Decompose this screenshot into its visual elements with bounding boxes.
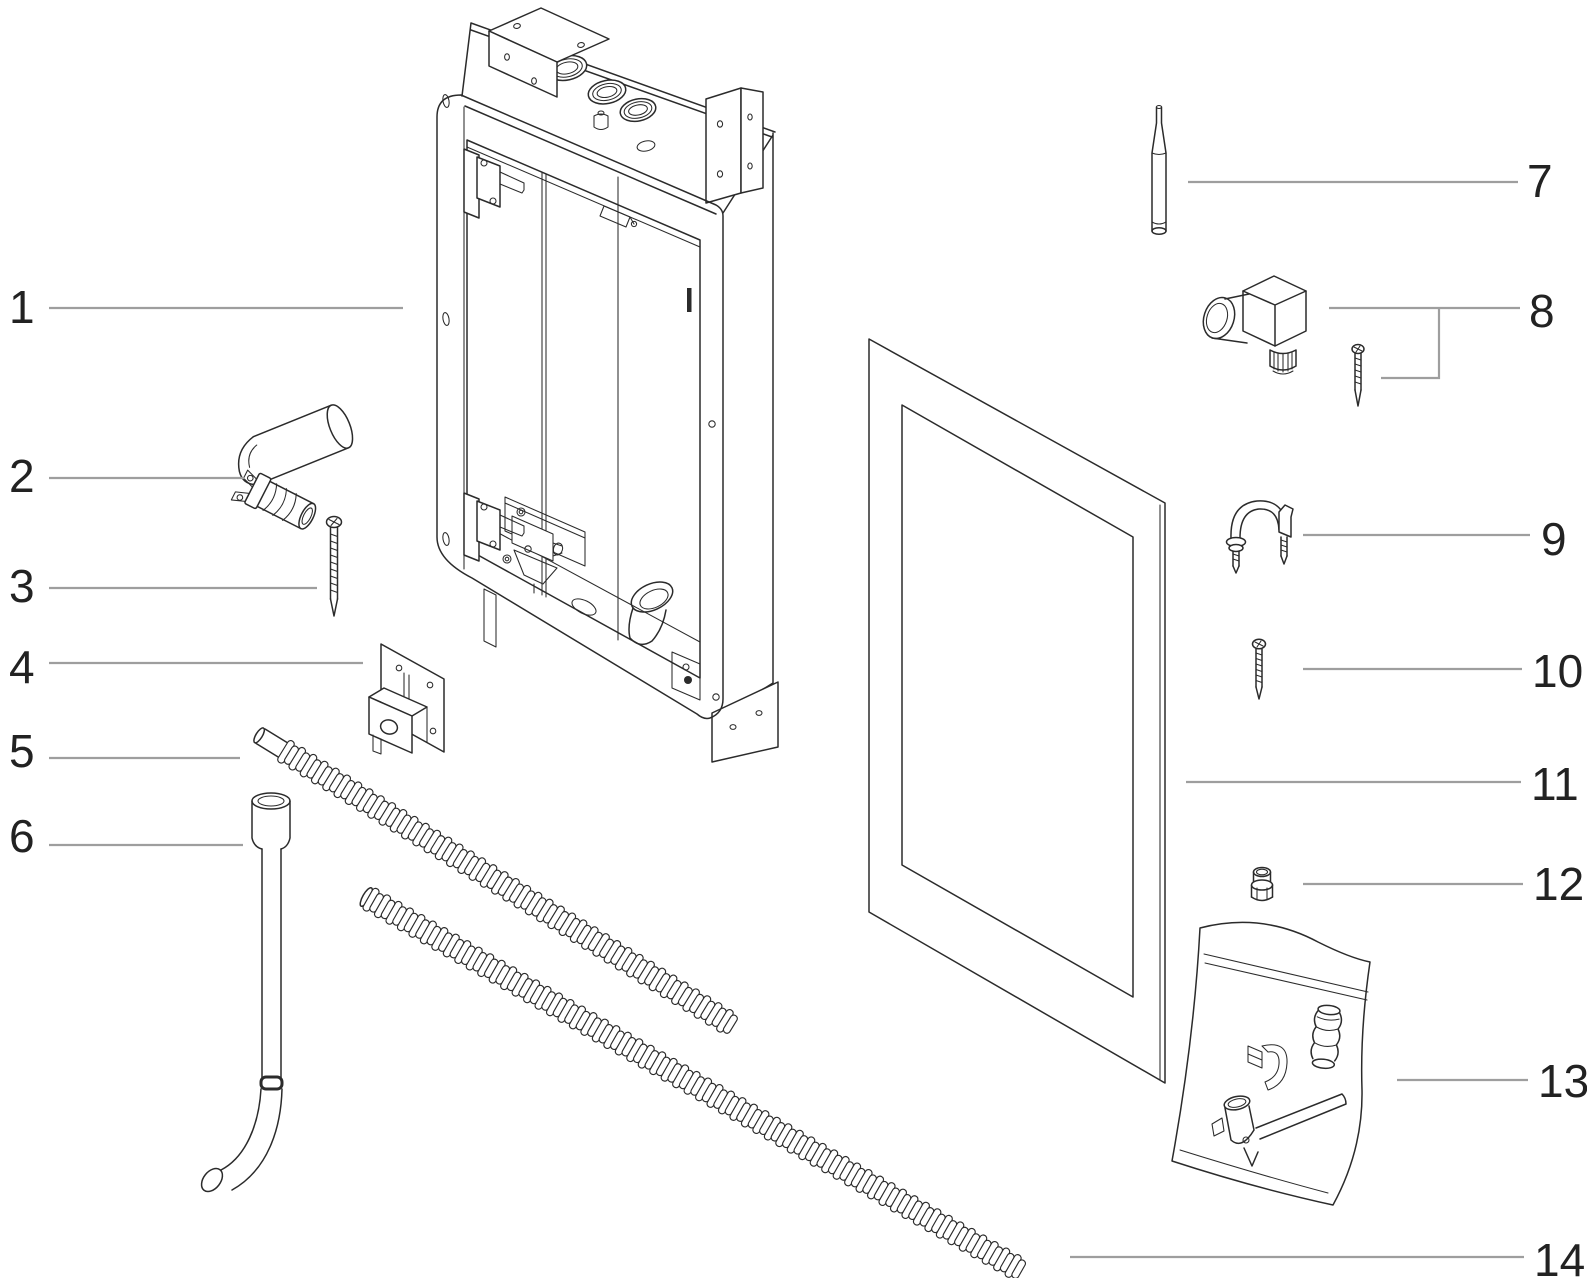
callout-label-12: 12 [1533, 858, 1584, 910]
pipe-clamp-drawing [1225, 500, 1294, 574]
bottom-right-flange [711, 681, 779, 763]
mounting-bracket-drawing [368, 643, 445, 755]
corrugated-hose-long-drawing [359, 886, 1027, 1278]
callout-label-1: 1 [9, 281, 35, 333]
leader-line-8 [1329, 306, 1520, 380]
callout-label-10: 10 [1532, 645, 1583, 697]
callout-label-8: 8 [1529, 285, 1555, 337]
parts-bag-drawing [1171, 921, 1371, 1206]
callout-label-3: 3 [9, 560, 35, 612]
screw-large-drawing [325, 515, 343, 617]
door-panel-drawing [868, 338, 1166, 1084]
callout-label-14: 14 [1534, 1234, 1585, 1278]
sensor-probe-drawing [1151, 104, 1167, 235]
top-knockouts [546, 54, 657, 152]
callout-label-6: 6 [9, 810, 35, 862]
elbow-connector-screw [1351, 343, 1365, 407]
drain-pipe-drawing [200, 792, 291, 1193]
frame-interior [463, 146, 701, 701]
bag-clip [1247, 1044, 1288, 1091]
callout-label-11: 11 [1531, 758, 1579, 810]
mounting-frame-drawing [436, 7, 779, 763]
callout-label-5: 5 [9, 725, 35, 777]
top-right-bracket [705, 87, 764, 204]
top-left-bracket [488, 7, 610, 98]
callout-label-4: 4 [9, 641, 35, 693]
callout-label-2: 2 [9, 450, 35, 502]
callout-label-7: 7 [1527, 155, 1553, 207]
callout-label-13: 13 [1538, 1055, 1587, 1107]
elbow-connector-drawing [1202, 275, 1365, 407]
callout-labels: 1 2 3 4 5 6 7 8 9 10 11 12 13 14 [9, 155, 1587, 1278]
screw-small-drawing [1251, 638, 1267, 700]
cap-fitting-drawing [1250, 866, 1274, 902]
bag-ribbed-coupler [1310, 1004, 1343, 1070]
callout-label-9: 9 [1541, 513, 1567, 565]
elbow-hose-adapter-drawing [230, 404, 354, 530]
leader-lines [49, 180, 1530, 1259]
bag-angle-fitting [1211, 1093, 1347, 1167]
corrugated-hose-short-drawing [253, 727, 738, 1034]
